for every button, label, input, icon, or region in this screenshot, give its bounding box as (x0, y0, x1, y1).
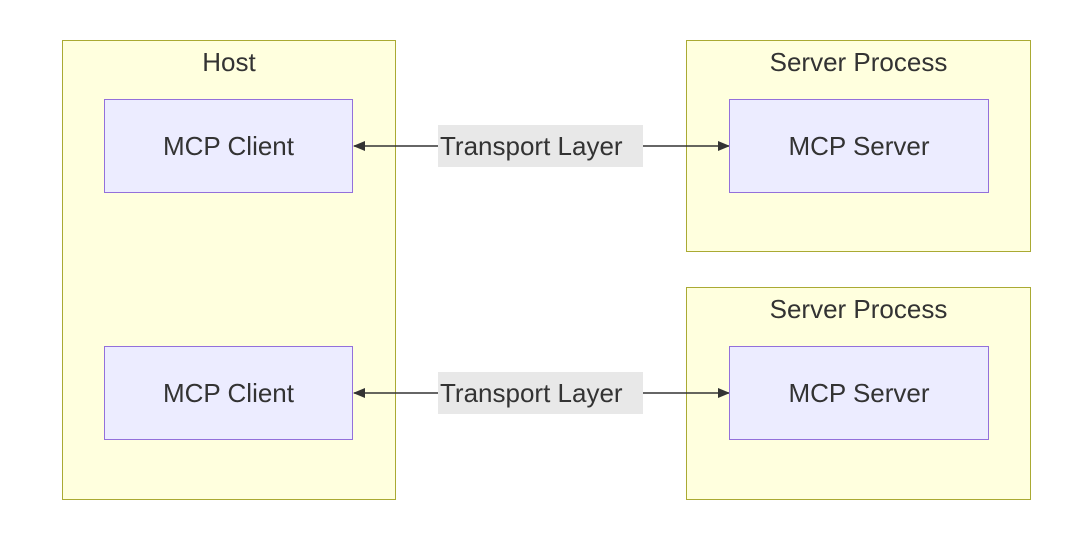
mcp-server-node-1[interactable]: MCP Server (729, 99, 989, 193)
mcp-client-node-1[interactable]: MCP Client (104, 99, 353, 193)
mcp-client-node-2[interactable]: MCP Client (104, 346, 353, 440)
server-process-title-1: Server Process (769, 47, 948, 77)
mcp-server-node-2[interactable]: MCP Server (729, 346, 989, 440)
edge-label-2: Transport Layer (438, 372, 643, 414)
server-process-title-2: Server Process (769, 294, 948, 324)
edge-label-1: Transport Layer (438, 125, 643, 167)
mcp-client-label-2: MCP Client (162, 377, 294, 408)
mcp-server-label-2: MCP Server (788, 377, 930, 408)
mcp-server-label-1: MCP Server (788, 130, 930, 161)
host-title: Host (202, 47, 256, 77)
mcp-client-label-1: MCP Client (162, 130, 294, 161)
